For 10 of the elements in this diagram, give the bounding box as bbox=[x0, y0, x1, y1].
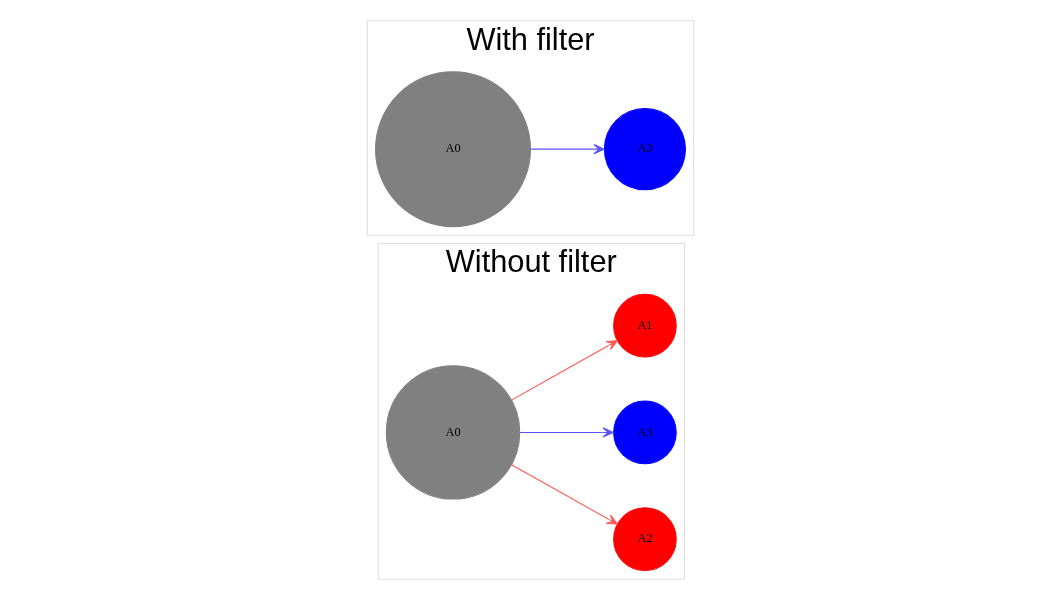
node-circle: A2 bbox=[612, 507, 677, 571]
arrow bbox=[518, 427, 614, 438]
arrow bbox=[529, 144, 605, 155]
arrow bbox=[510, 340, 618, 401]
node-circle: A3 bbox=[603, 108, 686, 191]
node-circle: A3 bbox=[612, 400, 677, 465]
node-circle: A0 bbox=[374, 71, 531, 228]
node-circle: A0 bbox=[385, 365, 520, 500]
arrow bbox=[510, 464, 618, 525]
node-circle: A1 bbox=[612, 293, 677, 358]
